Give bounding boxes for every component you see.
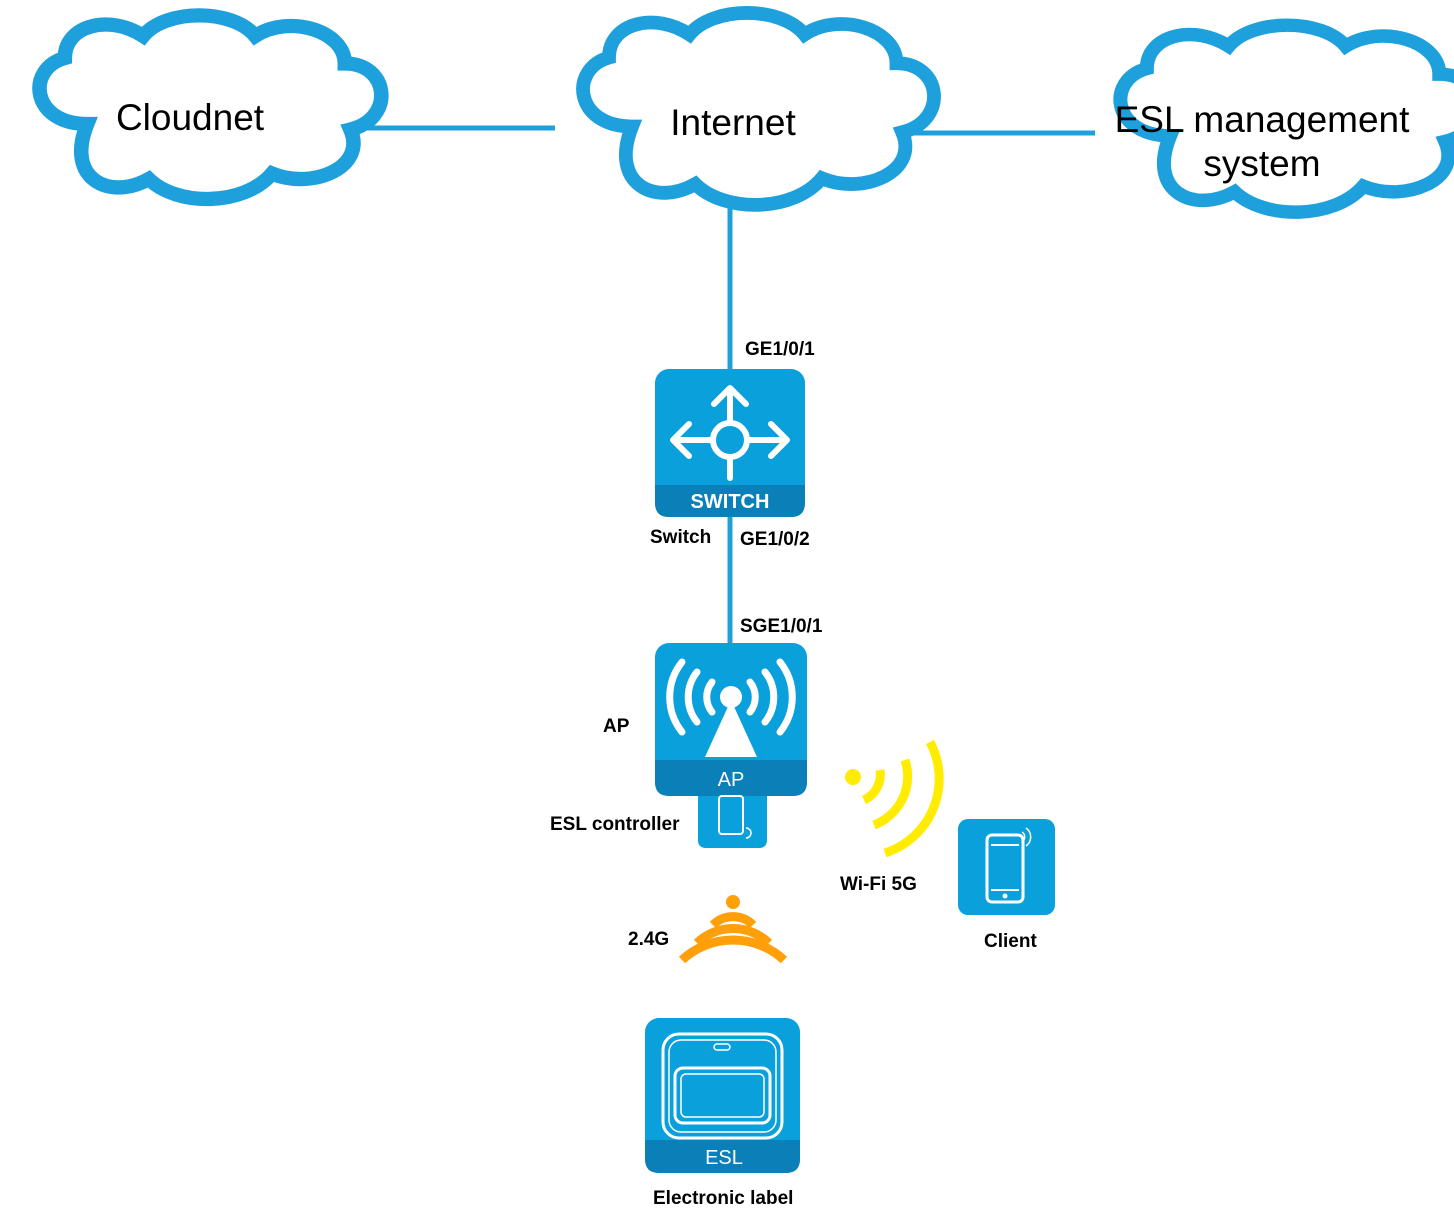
switch-device[interactable]: SWITCH bbox=[655, 369, 805, 517]
port-switch-up: GE1/0/1 bbox=[745, 339, 815, 360]
electronic-label-name: Electronic label bbox=[653, 1188, 793, 1209]
band-24g-label: 2.4G bbox=[628, 929, 669, 950]
cloud-esl-label-line2: system bbox=[1203, 143, 1320, 184]
esl-controller-device[interactable] bbox=[698, 795, 767, 848]
wifi-5g-label: Wi-Fi 5G bbox=[840, 874, 917, 895]
port-switch-down: GE1/0/2 bbox=[740, 529, 810, 550]
cloud-internet-label: Internet bbox=[670, 102, 796, 143]
esl-device[interactable]: ESL bbox=[645, 1018, 800, 1173]
switch-arrows-icon bbox=[670, 385, 790, 481]
client-label: Client bbox=[984, 931, 1037, 952]
ap-badge: AP bbox=[718, 769, 745, 791]
band-24g-signal-icon bbox=[678, 895, 788, 964]
ap-device[interactable]: AP bbox=[655, 643, 807, 796]
antenna-icon bbox=[666, 658, 796, 757]
port-ap-up: SGE1/0/1 bbox=[740, 616, 823, 637]
ap-name: AP bbox=[603, 716, 630, 737]
wifi-5g-signal-icon bbox=[845, 739, 944, 858]
esl-tag-icon bbox=[661, 1032, 784, 1140]
cloud-cloudnet-label: Cloudnet bbox=[116, 97, 265, 138]
esl-badge: ESL bbox=[705, 1147, 743, 1169]
switch-badge: SWITCH bbox=[691, 491, 770, 513]
esl-controller-label: ESL controller bbox=[550, 814, 680, 835]
cloud-esl-label-line1: ESL management bbox=[1115, 99, 1411, 140]
switch-name: Switch bbox=[650, 527, 711, 548]
connection-lines bbox=[360, 125, 1095, 647]
client-device[interactable] bbox=[958, 819, 1055, 915]
